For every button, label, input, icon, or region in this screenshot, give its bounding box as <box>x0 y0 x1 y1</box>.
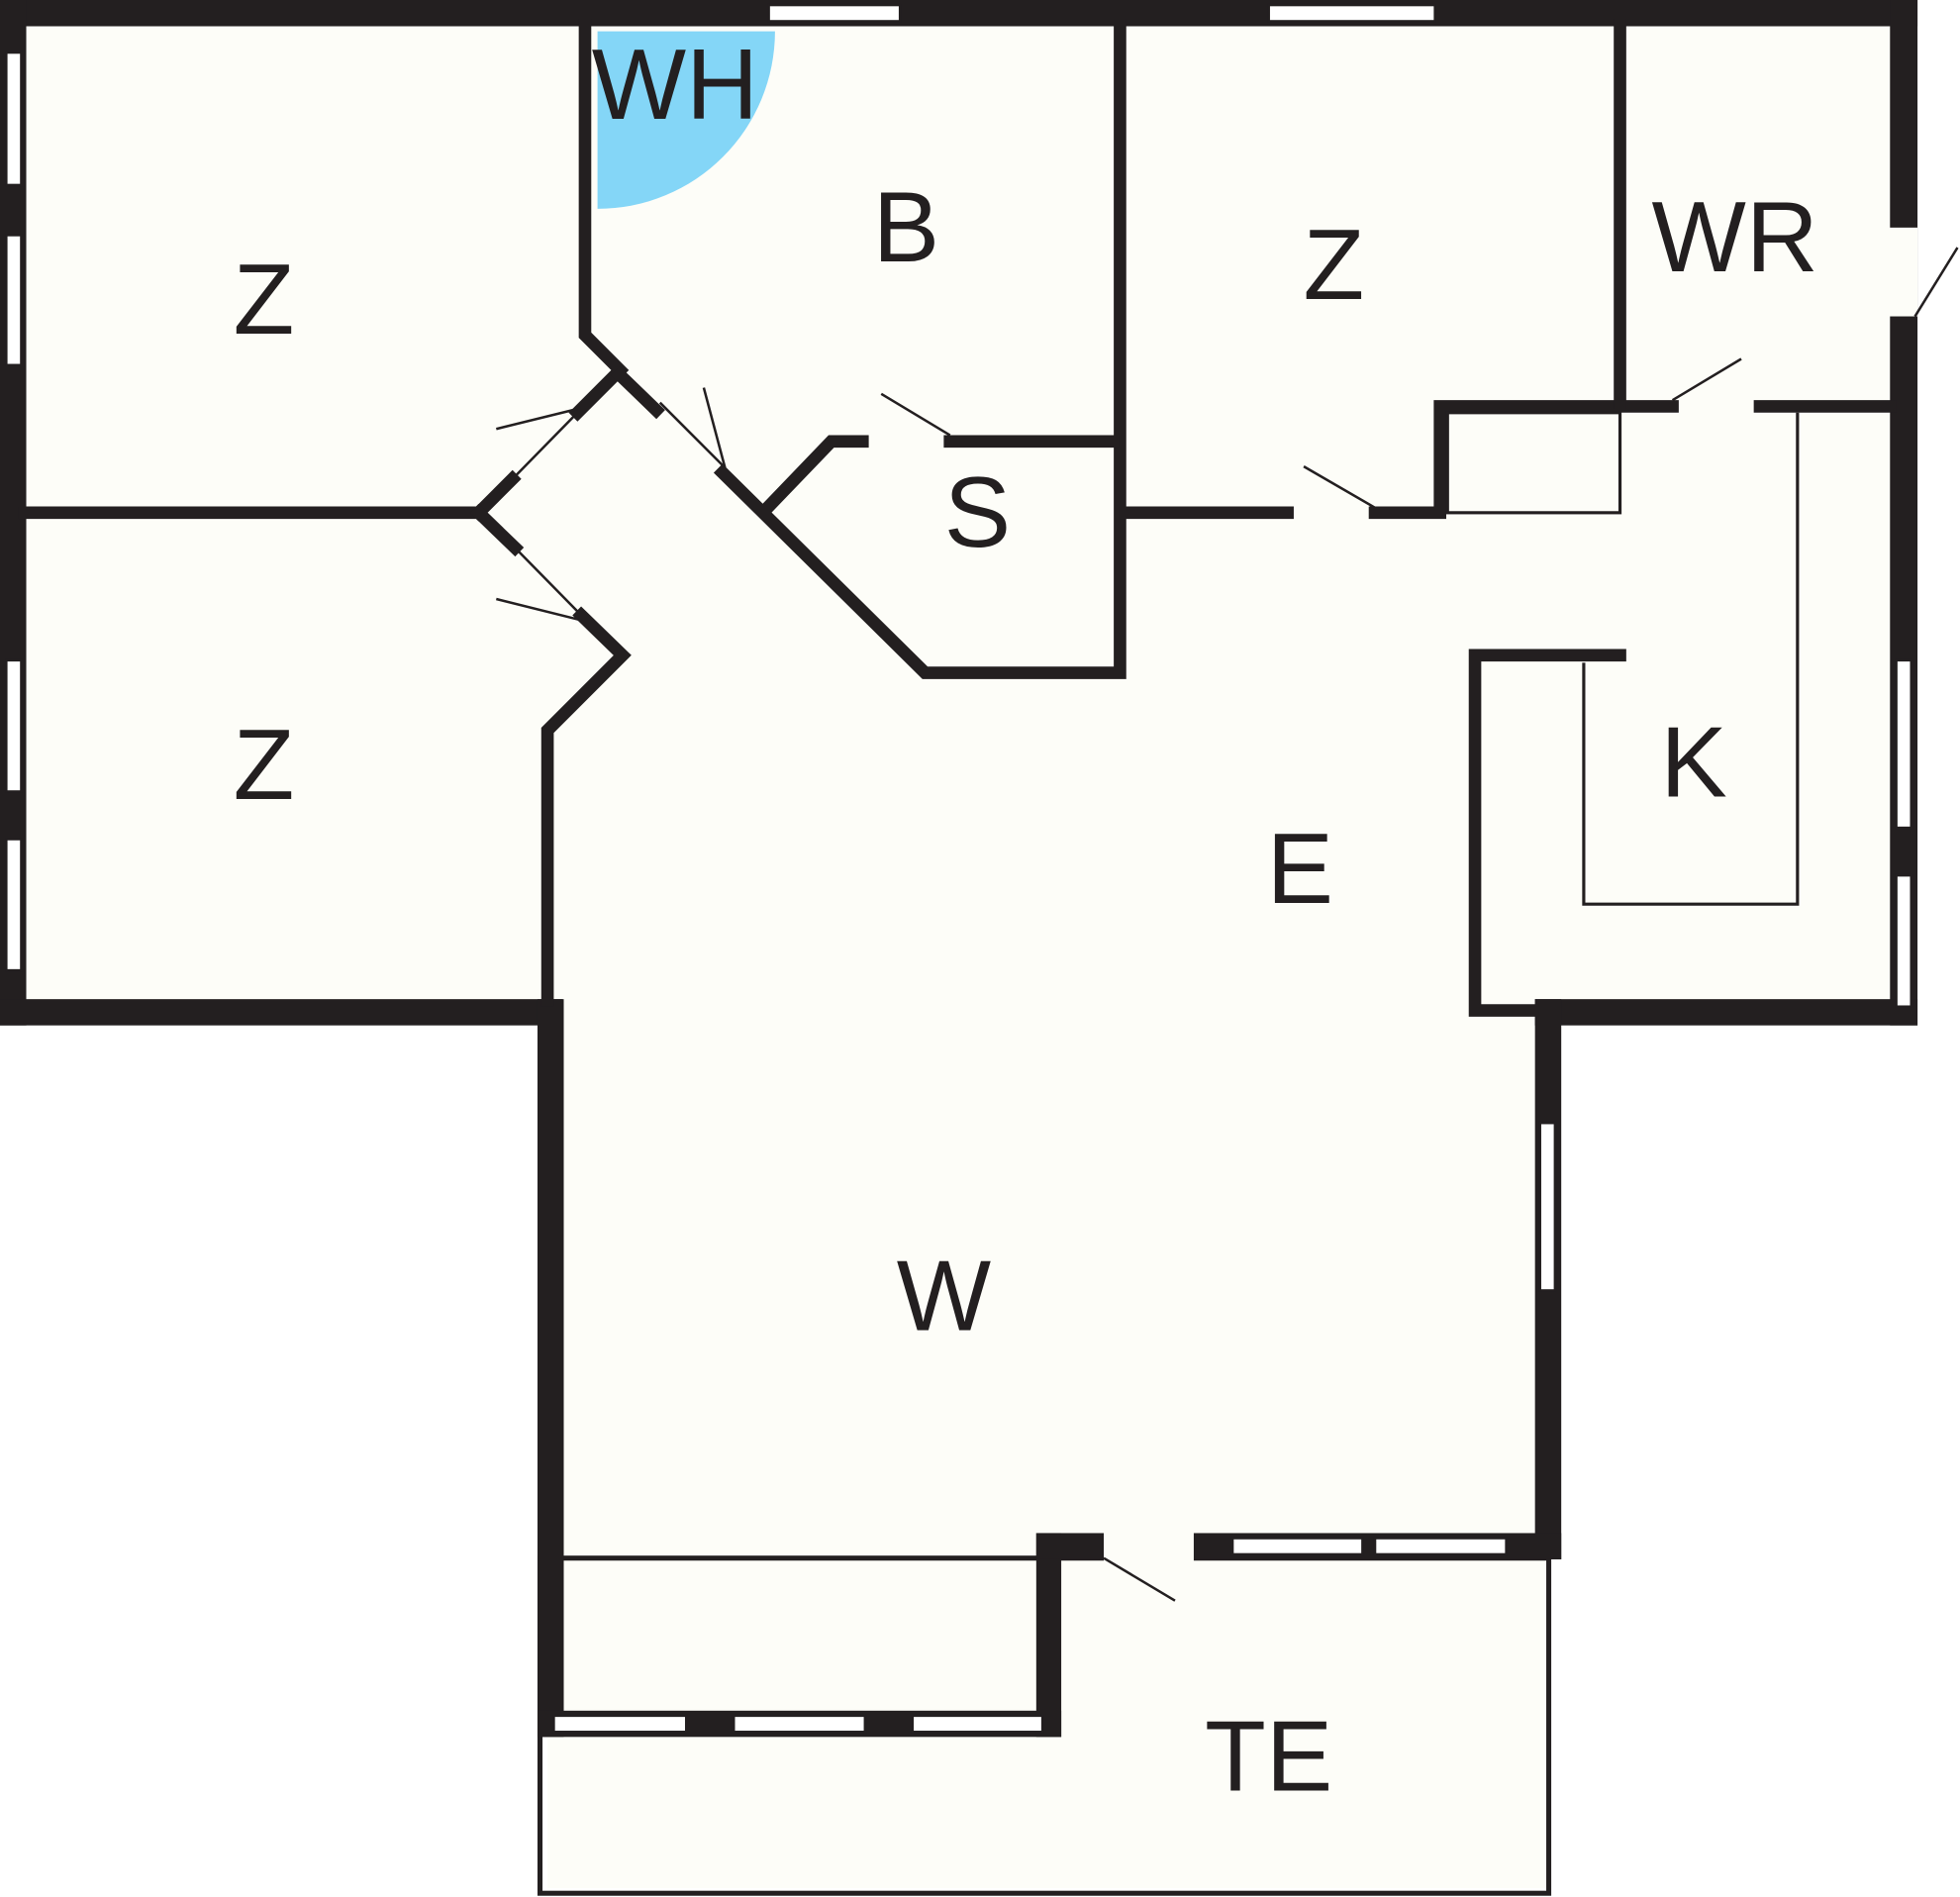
room-label-k: K <box>1660 707 1726 818</box>
room-label-z-top-middle: Z <box>1304 210 1365 321</box>
room-label-z-bottom-left: Z <box>234 710 295 821</box>
water-heater-symbol <box>597 31 775 209</box>
room-label-b: B <box>873 172 939 283</box>
fixtures <box>1445 411 1800 906</box>
room-label-te: TE <box>1205 1702 1332 1813</box>
room-label-e: E <box>1267 814 1333 925</box>
room-label-wr: WR <box>1652 182 1818 293</box>
room-label-s: S <box>944 457 1011 568</box>
room-label-w: W <box>897 1242 991 1352</box>
floor-area <box>12 12 1903 1889</box>
windows <box>5 3 1918 1734</box>
room-label-wh: WH <box>592 30 758 141</box>
room-label-z-top-left: Z <box>234 245 295 355</box>
door-swings <box>496 247 1959 1602</box>
interior-walls <box>18 18 1897 1017</box>
